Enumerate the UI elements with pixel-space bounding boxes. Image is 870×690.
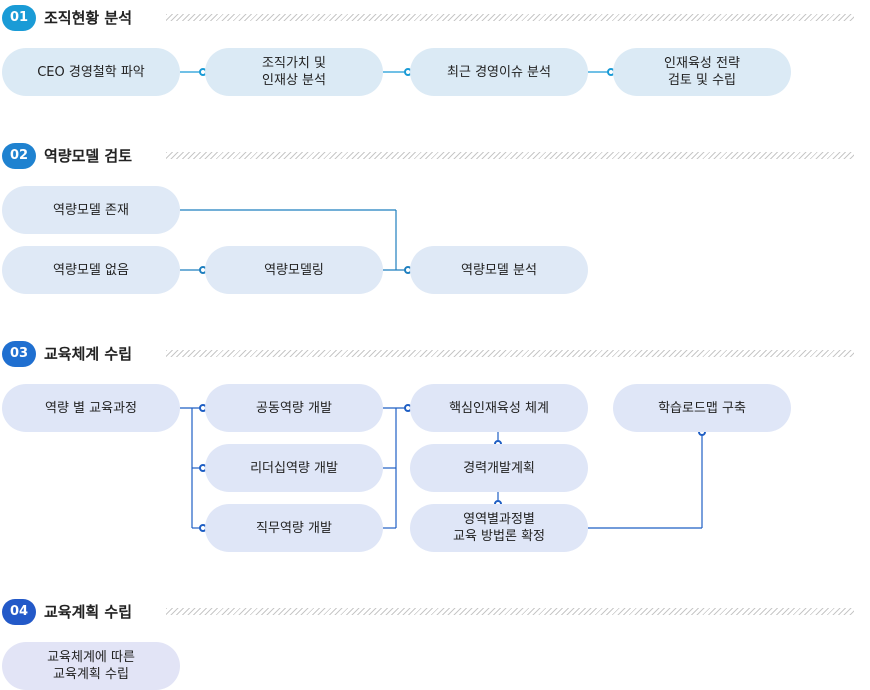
section-1-header: 01 조직현황 분석	[2, 3, 854, 33]
node-management-issues: 최근 경영이슈 분석	[410, 48, 588, 96]
node-ceo-philosophy: CEO 경영철학 파악	[2, 48, 180, 96]
section-2-divider	[166, 152, 854, 159]
node-talent-strategy: 인재육성 전략 검토 및 수립	[613, 48, 791, 96]
node-job-competency: 직무역량 개발	[205, 504, 383, 552]
section-1-badge: 01	[2, 5, 36, 31]
section-4-header: 04 교육계획 수립	[2, 597, 854, 627]
node-core-talent: 핵심인재육성 체계	[410, 384, 588, 432]
node-learning-roadmap: 학습로드맵 구축	[613, 384, 791, 432]
section-2-header: 02 역량모델 검토	[2, 141, 854, 171]
section-4-badge: 04	[2, 599, 36, 625]
section-4-divider	[166, 608, 854, 615]
node-courses-by-competency: 역량 별 교육과정	[2, 384, 180, 432]
node-model-missing: 역량모델 없음	[2, 246, 180, 294]
section-2-badge: 02	[2, 143, 36, 169]
section-3-badge: 03	[2, 341, 36, 367]
node-modeling: 역량모델링	[205, 246, 383, 294]
section-3-header: 03 교육체계 수립	[2, 339, 854, 369]
section-1-divider	[166, 14, 854, 21]
section-2-title: 역량모델 검토	[44, 147, 133, 165]
section-3-title: 교육체계 수립	[44, 345, 133, 363]
node-common-competency: 공동역량 개발	[205, 384, 383, 432]
node-career-plan: 경력개발계획	[410, 444, 588, 492]
section-1-title: 조직현황 분석	[44, 9, 133, 27]
node-leadership-competency: 리더십역량 개발	[205, 444, 383, 492]
node-education-plan: 교육체계에 따른 교육계획 수립	[2, 642, 180, 690]
node-methodology: 영역별과정별 교육 방법론 확정	[410, 504, 588, 552]
node-org-values: 조직가치 및 인재상 분석	[205, 48, 383, 96]
node-model-analysis: 역량모델 분석	[410, 246, 588, 294]
section-3-divider	[166, 350, 854, 357]
section-4-title: 교육계획 수립	[44, 603, 133, 621]
node-model-exists: 역량모델 존재	[2, 186, 180, 234]
